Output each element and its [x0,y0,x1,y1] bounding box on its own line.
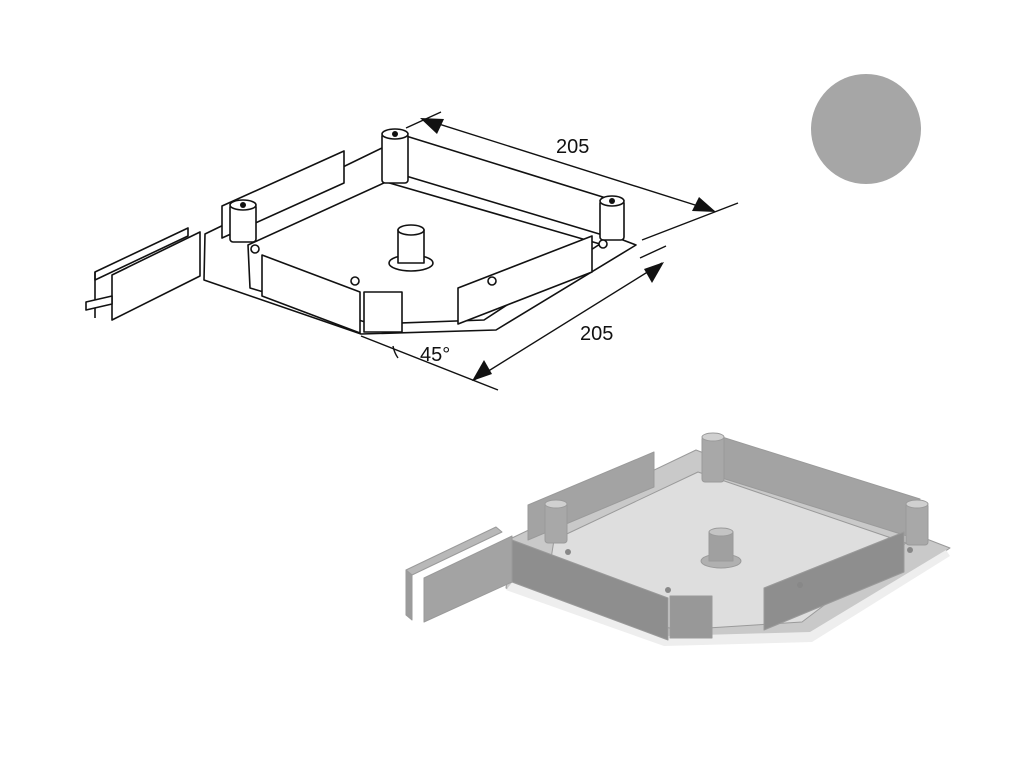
angle-arc [392,345,399,359]
render-connector-side [405,569,413,621]
color-swatch-icon [811,74,921,184]
dimension-label-bottom: 205 [580,323,613,345]
arrowheads [420,118,716,381]
arrow-top-left-icon [420,118,444,134]
render-corner-post-right [905,502,929,546]
line-drawing [85,128,637,335]
render-corner-post-back [701,435,725,483]
render-spindle-top [708,527,734,537]
dimension-line-top [422,118,715,212]
arrow-top-right-icon [692,197,716,212]
front-left-wall [261,254,361,334]
render-front-middle-wall [669,595,713,639]
screw-hole [598,239,608,249]
corner-post-back [381,132,409,184]
front-middle-wall [363,291,403,333]
extension-line [639,245,667,259]
render-connector-front [423,535,513,623]
front-right-wall [457,235,593,325]
extension-line [360,335,499,391]
product-render [405,432,951,646]
spindle-top [397,224,425,236]
render-corner-post-left-top [544,499,568,509]
render-screw-hole [565,549,571,555]
render-rim-highlight [506,550,950,646]
connector-tab-lip [85,295,113,311]
dimension-line-bottom [473,262,663,381]
render-screw-hole [665,587,671,593]
render-screw-hole [797,582,803,588]
connector-tab [111,231,201,321]
screw-hole [350,276,360,286]
render-front-right-wall [763,531,905,631]
arrow-bottom-left-icon [472,360,492,381]
render-corner-post-back-top [701,432,725,442]
screw-hole [250,244,260,254]
screw-hole [487,276,497,286]
render-corner-post-left [544,502,568,544]
arrow-bottom-right-icon [644,262,664,283]
render-corner-post-right-top [905,499,929,509]
dimension-label-top: 205 [556,136,589,158]
extension-line [641,202,739,241]
render-screw-hole [907,547,913,553]
angle-label: 45° [420,344,450,366]
